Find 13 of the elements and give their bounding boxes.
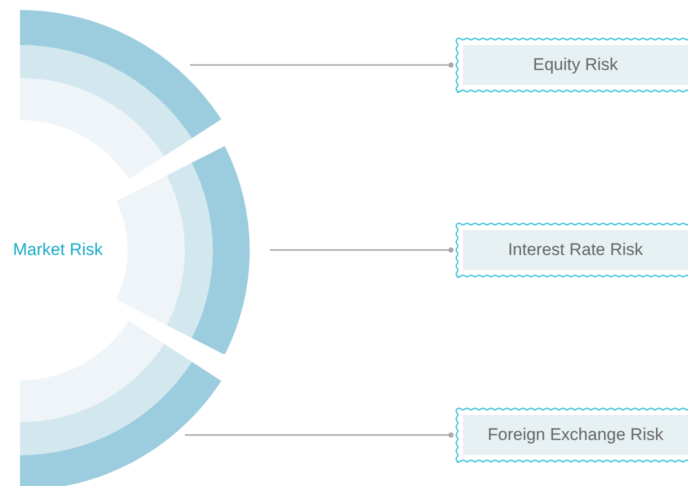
center-title: Market Risk bbox=[13, 240, 103, 260]
risk-label: Interest Rate Risk bbox=[463, 230, 688, 270]
risk-box bbox=[455, 407, 688, 463]
connector-line bbox=[270, 247, 454, 253]
risk-box bbox=[455, 222, 688, 278]
ring-segment bbox=[116, 146, 250, 354]
risk-box bbox=[455, 37, 688, 93]
connector-line bbox=[185, 432, 454, 438]
risk-label: Equity Risk bbox=[463, 45, 688, 85]
ring-segment bbox=[20, 10, 222, 180]
risk-label: Foreign Exchange Risk bbox=[463, 415, 688, 455]
ring-segment bbox=[20, 320, 222, 486]
connector-line bbox=[190, 62, 454, 68]
